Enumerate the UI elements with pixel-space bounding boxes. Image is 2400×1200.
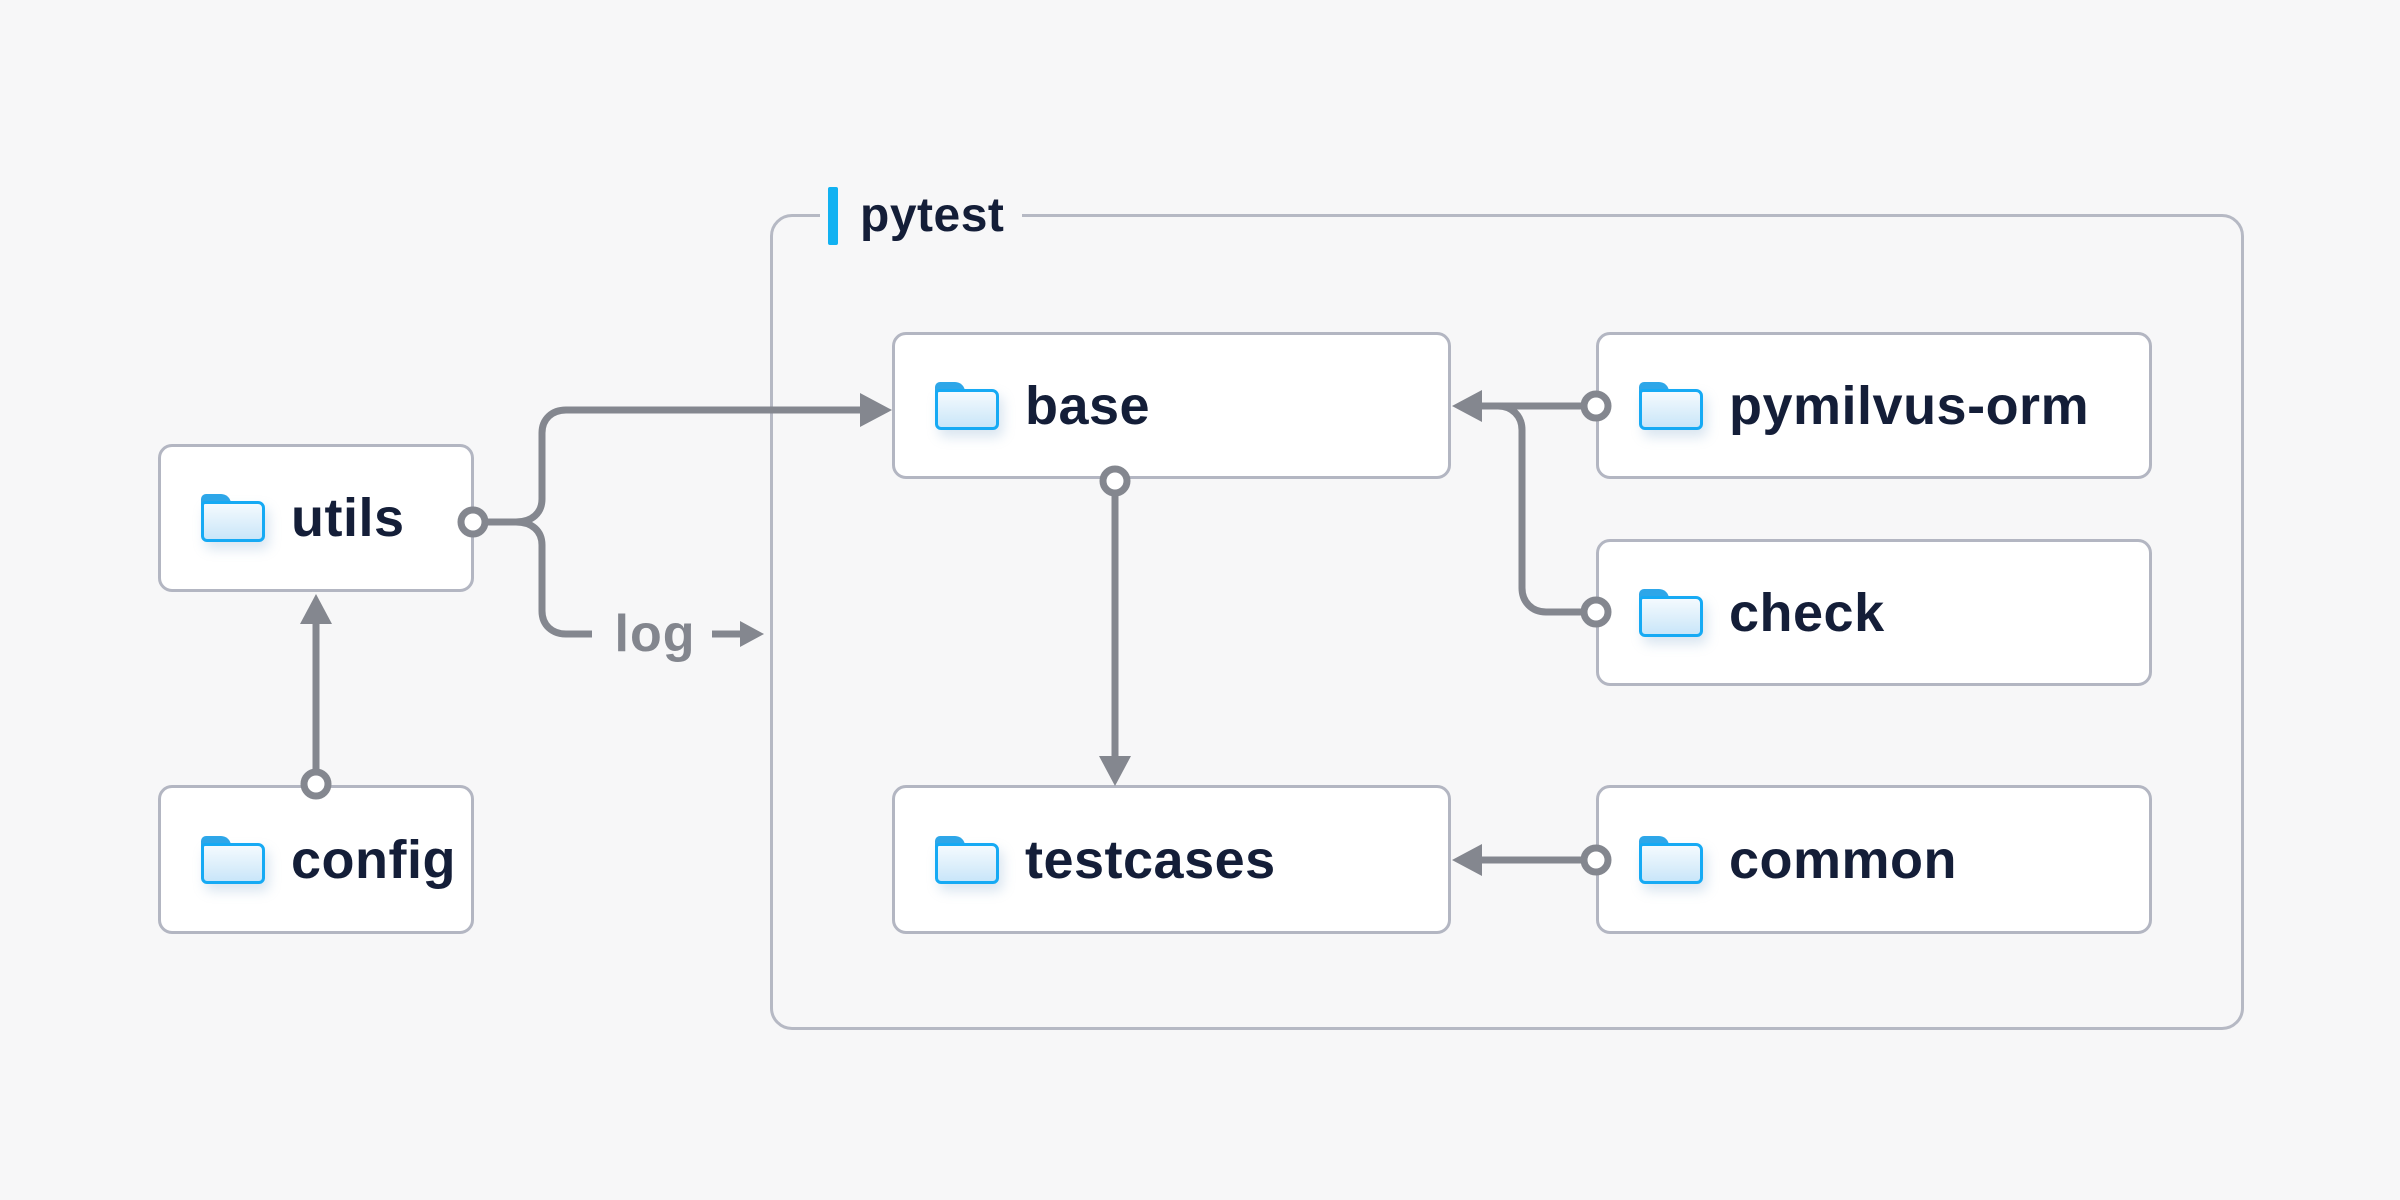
node-utils: utils xyxy=(158,444,474,592)
node-testcases: testcases xyxy=(892,785,1451,934)
node-config: config xyxy=(158,785,474,934)
node-label-common: common xyxy=(1729,829,1958,890)
arrowhead-into-utils xyxy=(300,594,332,624)
node-check: check xyxy=(1596,539,2152,686)
edge-label-log: log xyxy=(614,605,696,663)
folder-icon xyxy=(1639,381,1703,430)
folder-icon xyxy=(1639,835,1703,884)
node-label-config: config xyxy=(291,829,456,890)
node-label-testcases: testcases xyxy=(1025,829,1276,890)
accent-bar xyxy=(828,187,838,245)
edge-config-to-utils xyxy=(300,594,332,800)
folder-icon xyxy=(201,835,265,884)
node-label-utils: utils xyxy=(291,488,405,548)
node-label-check: check xyxy=(1729,582,1885,643)
folder-icon xyxy=(935,381,999,430)
pytest-group-title: pytest xyxy=(860,189,1005,242)
pytest-group-label: pytest xyxy=(820,187,1023,245)
node-label-pymilvus-orm: pymilvus-orm xyxy=(1729,375,2090,436)
arrowhead-into-pytest xyxy=(740,621,764,647)
node-label-base: base xyxy=(1025,375,1151,436)
folder-icon xyxy=(1639,588,1703,637)
node-common: common xyxy=(1596,785,2152,934)
folder-icon xyxy=(201,494,265,542)
folder-icon xyxy=(935,835,999,884)
node-pymilvus-orm: pymilvus-orm xyxy=(1596,332,2152,479)
pytest-group-box xyxy=(770,214,2244,1030)
node-base: base xyxy=(892,332,1451,479)
